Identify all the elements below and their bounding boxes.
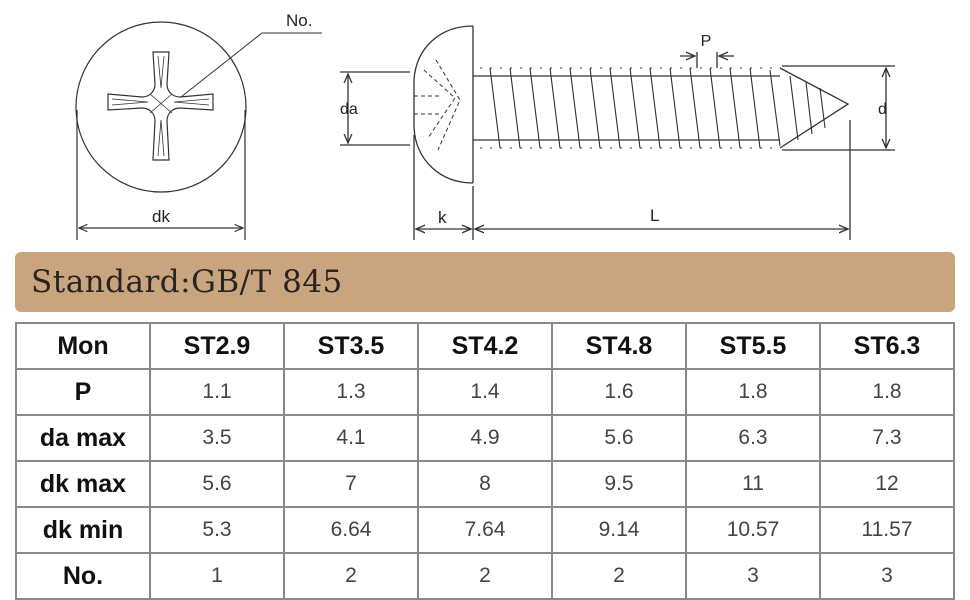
p-pitch-label: P (701, 33, 712, 50)
table-row: dk max 5.6 7 8 9.5 11 12 (15, 460, 955, 508)
header-cell: ST3.5 (283, 322, 419, 370)
table-cell: 9.14 (551, 506, 687, 554)
no-callout-label: No. (286, 11, 312, 30)
table-cell: 4.9 (417, 414, 553, 462)
table-row: da max 3.5 4.1 4.9 5.6 6.3 7.3 (15, 414, 955, 462)
table-cell: 7 (283, 460, 419, 508)
table-cell: 8 (417, 460, 553, 508)
table-cell: 11.57 (819, 506, 955, 554)
head-top-view (75, 21, 322, 240)
table-cell: 5.6 (149, 460, 285, 508)
standard-banner: Standard:GB/T 845 (15, 252, 955, 312)
table-cell: 1.3 (283, 368, 419, 416)
table-cell: 4.1 (283, 414, 419, 462)
table-cell: 3.5 (149, 414, 285, 462)
table-cell: 3 (819, 552, 955, 600)
table-cell: 5.6 (551, 414, 687, 462)
table-cell: 10.57 (685, 506, 821, 554)
table-cell: 2 (551, 552, 687, 600)
row-label: P (15, 368, 151, 416)
table-cell: 1.8 (685, 368, 821, 416)
spec-table: Mon ST2.9 ST3.5 ST4.2 ST4.8 ST5.5 ST6.3 … (15, 322, 955, 600)
header-cell: ST6.3 (819, 322, 955, 370)
table-cell: 1 (149, 552, 285, 600)
k-dimension-label: k (438, 208, 447, 227)
table-cell: 1.1 (149, 368, 285, 416)
table-cell: 6.3 (685, 414, 821, 462)
table-row: No. 1 2 2 2 3 3 (15, 552, 955, 600)
header-cell: ST5.5 (685, 322, 821, 370)
standard-title: Standard:GB/T 845 (31, 264, 343, 300)
table-cell: 11 (685, 460, 821, 508)
l-dimension-label: L (650, 206, 659, 225)
table-cell: 9.5 (551, 460, 687, 508)
header-cell: ST4.8 (551, 322, 687, 370)
row-label: da max (15, 414, 151, 462)
header-cell: Mon (15, 322, 151, 370)
table-cell: 7.3 (819, 414, 955, 462)
table-row: dk min 5.3 6.64 7.64 9.14 10.57 11.57 (15, 506, 955, 554)
header-cell: ST4.2 (417, 322, 553, 370)
header-cell: ST2.9 (149, 322, 285, 370)
row-label: dk max (15, 460, 151, 508)
screw-technical-drawing: No. dk (75, 11, 895, 240)
table-cell: 1.4 (417, 368, 553, 416)
dk-dimension-label: dk (152, 207, 170, 226)
da-dimension-label: da (340, 101, 358, 118)
table-header-row: Mon ST2.9 ST3.5 ST4.2 ST4.8 ST5.5 ST6.3 (15, 322, 955, 370)
table-cell: 6.64 (283, 506, 419, 554)
table-cell: 5.3 (149, 506, 285, 554)
row-label: No. (15, 552, 151, 600)
table-cell: 12 (819, 460, 955, 508)
table-cell: 3 (685, 552, 821, 600)
d-dimension-label: d (878, 101, 887, 118)
table-cell: 1.6 (551, 368, 687, 416)
table-cell: 2 (417, 552, 553, 600)
table-row: P 1.1 1.3 1.4 1.6 1.8 1.8 (15, 368, 955, 416)
screw-side-view (340, 25, 895, 240)
table-cell: 7.64 (417, 506, 553, 554)
table-cell: 1.8 (819, 368, 955, 416)
table-cell: 2 (283, 552, 419, 600)
row-label: dk min (15, 506, 151, 554)
